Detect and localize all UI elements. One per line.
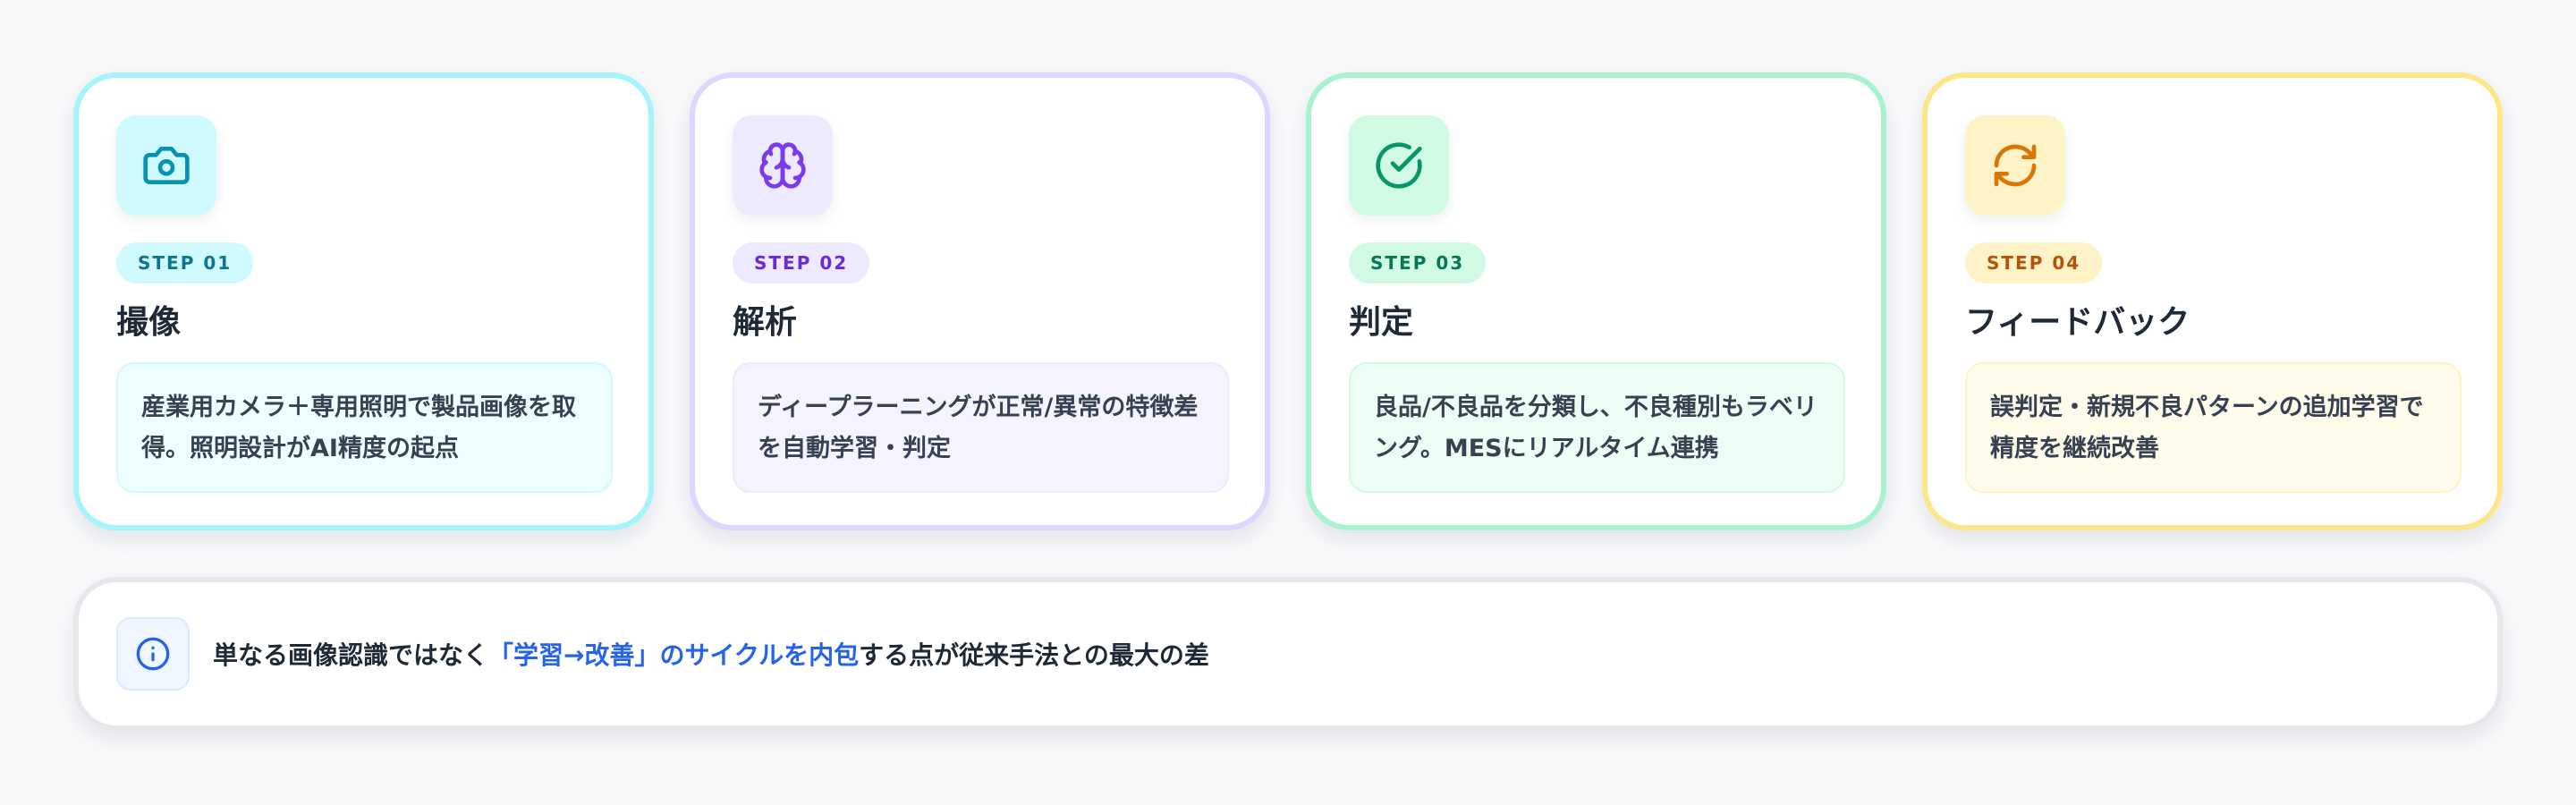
note-text-highlight: 「学習→改善」のサイクルを内包 [488,640,860,670]
step-description: 誤判定・新規不良パターンの追加学習で精度を継続改善 [1965,362,2462,493]
note-text-after: する点が従来手法との最大の差 [859,640,1209,670]
step-badge: STEP 01 [116,242,254,284]
note-text: 単なる画像認識ではなく「学習→改善」のサイクルを内包する点が従来手法との最大の差 [213,636,1209,672]
key-point-note: 単なる画像認識ではなく「学習→改善」のサイクルを内包する点が従来手法との最大の差 [73,577,2503,731]
step-card-capture: STEP 01 撮像 産業用カメラ＋専用照明で製品画像を取得。照明設計がAI精度… [73,72,654,530]
camera-icon [116,115,216,216]
note-text-before: 単なる画像認識ではなく [213,640,489,670]
step-badge: STEP 03 [1349,242,1487,284]
step-title: 解析 [733,304,798,341]
process-steps: STEP 01 撮像 産業用カメラ＋専用照明で製品画像を取得。照明設計がAI精度… [73,72,2503,530]
check-circle-icon [1349,115,1449,216]
step-card-judgment: STEP 03 判定 良品/不良品を分類し、不良種別もラベリング。MESにリアル… [1306,72,1886,530]
step-title: 判定 [1349,304,1414,341]
step-card-analysis: STEP 02 解析 ディープラーニングが正常/異常の特徴差を自動学習・判定 [690,72,1270,530]
step-title: 撮像 [116,304,182,341]
refresh-icon [1965,115,2065,216]
step-badge: STEP 04 [1965,242,2103,284]
step-description: 良品/不良品を分類し、不良種別もラベリング。MESにリアルタイム連携 [1349,362,1845,493]
step-card-feedback: STEP 04 フィードバック 誤判定・新規不良パターンの追加学習で精度を継続改… [1922,72,2503,530]
info-icon [116,617,190,691]
step-description: 産業用カメラ＋専用照明で製品画像を取得。照明設計がAI精度の起点 [116,362,613,493]
step-description: ディープラーニングが正常/異常の特徴差を自動学習・判定 [733,362,1229,493]
step-title: フィードバック [1965,304,2190,341]
step-badge: STEP 02 [733,242,870,284]
brain-icon [733,115,833,216]
